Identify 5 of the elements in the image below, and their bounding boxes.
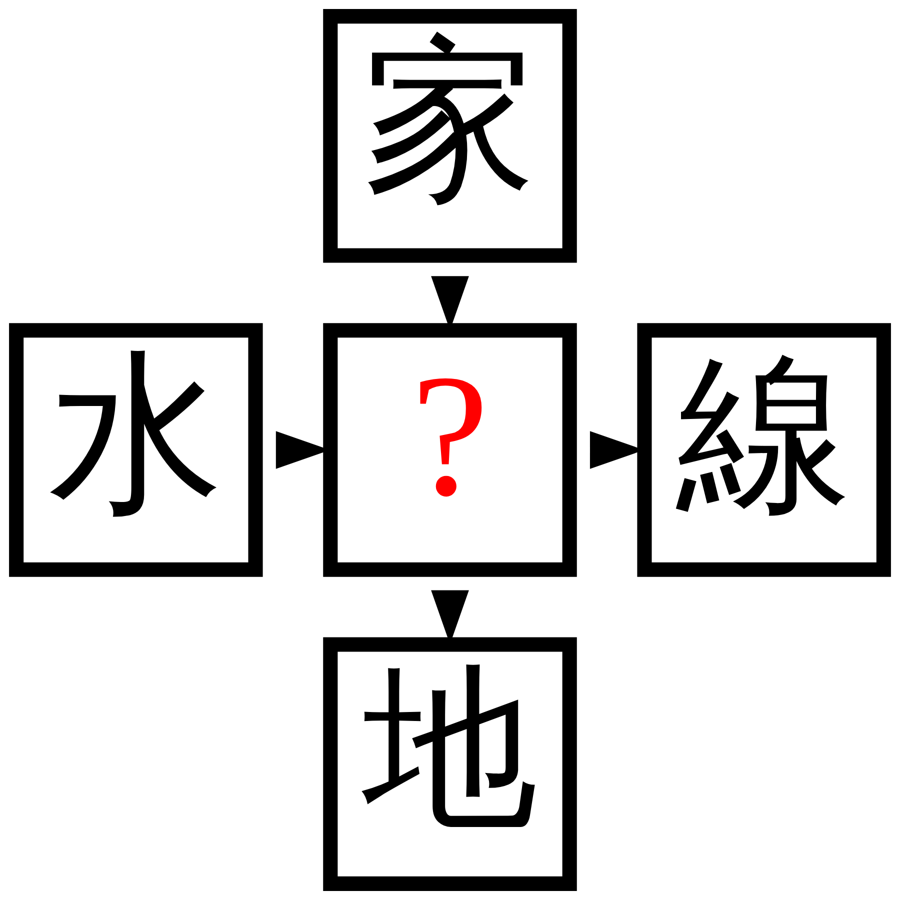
node-box: ?	[323, 323, 577, 577]
node-box: 線	[637, 323, 891, 577]
node-box: 地	[323, 637, 577, 891]
node-box: 家	[323, 9, 577, 263]
node-box: 水	[9, 323, 263, 577]
